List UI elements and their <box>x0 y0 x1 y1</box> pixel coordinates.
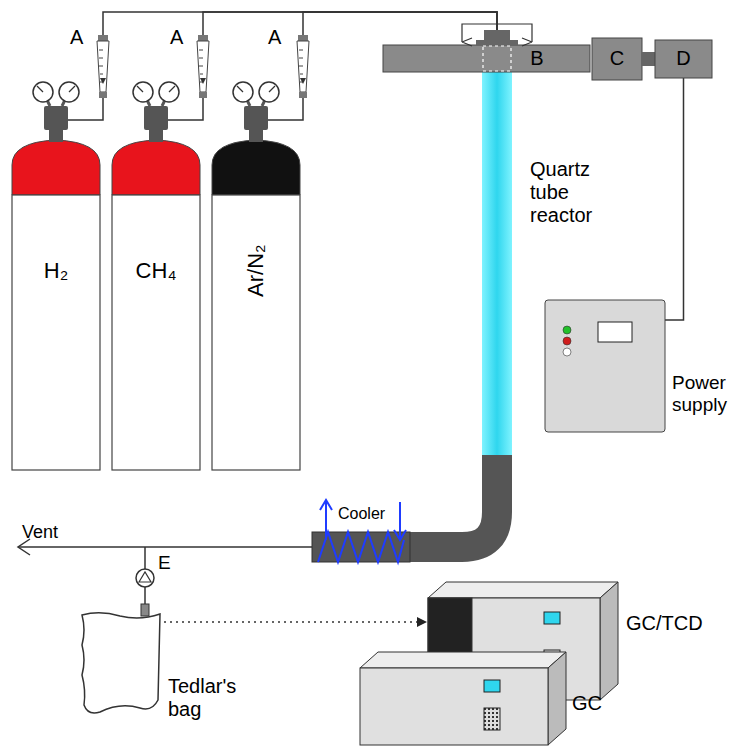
waveguide-part <box>462 38 472 46</box>
magnetron-box: D <box>655 40 712 78</box>
gas-line <box>256 12 497 140</box>
waveguide-part <box>592 38 642 80</box>
gc-instrument: GC <box>360 652 566 745</box>
vent-line <box>18 539 312 606</box>
power-supply-part <box>563 326 571 334</box>
node-label: CH₄ <box>112 258 200 283</box>
flowmeters-part <box>97 35 109 98</box>
gas-cylinders <box>12 82 300 470</box>
part-letter: A <box>268 26 281 49</box>
cooler-part <box>320 500 332 510</box>
gas-cylinders-part <box>12 82 100 470</box>
part-letter: A <box>170 26 183 49</box>
sample-bag <box>82 604 160 713</box>
node-label: Ar/N₂ <box>243 227 268 315</box>
outlet-name: Vent <box>22 522 58 543</box>
node-label: GC <box>572 692 602 715</box>
part-letter: E <box>158 552 171 574</box>
cooler-part <box>399 502 401 540</box>
gas-cylinder: CH₄ <box>112 140 200 470</box>
cooler-part <box>394 530 406 540</box>
gas-cylinder: H₂ <box>12 140 100 470</box>
flowmeters-part <box>297 35 309 98</box>
sample-transfer <box>164 621 427 623</box>
power-cable <box>665 78 684 320</box>
node-label: H₂ <box>12 258 100 283</box>
node-label: Tedlar's bag <box>168 675 250 721</box>
waveguide-part <box>642 52 655 66</box>
gc-tcd-instrument-part <box>544 612 560 624</box>
gc-tcd-instrument-part <box>600 582 618 700</box>
gc-instrument-part <box>548 652 566 745</box>
waveguide-part <box>383 45 590 72</box>
cooler-part <box>318 532 404 562</box>
gas-cylinders-part <box>212 82 300 470</box>
waveguide-part <box>483 46 511 71</box>
cooler-part <box>325 502 327 540</box>
node-label: Power supply <box>672 372 738 416</box>
gas-line <box>56 12 497 140</box>
power-supply-part <box>563 337 571 345</box>
gas-cylinder: Ar/N₂ <box>212 140 300 470</box>
gc-instrument-part <box>484 680 500 692</box>
waveguide-part <box>655 40 712 78</box>
flowmeters-part <box>197 35 209 98</box>
waveguide-part <box>522 38 532 46</box>
part-name: Quartz tube reactor <box>530 158 630 227</box>
vent-line-part <box>136 569 154 587</box>
waveguide-part <box>462 24 532 42</box>
node-label: GC/TCD <box>626 612 703 635</box>
node-label: B <box>525 47 549 70</box>
part-name: Cooler <box>338 505 385 523</box>
waveguide <box>383 24 712 80</box>
quartz-tube <box>408 72 512 547</box>
waveguide-part <box>484 30 510 40</box>
gas-cylinders-part <box>112 82 200 470</box>
node-label: C <box>592 47 642 70</box>
waveguide-part <box>476 40 518 45</box>
vent-line-part <box>144 547 146 569</box>
power-supply-part <box>563 348 571 356</box>
sample-bag-part <box>82 613 160 713</box>
quartz-tube-part <box>408 455 497 547</box>
tuner-box: C <box>592 38 642 80</box>
power-supply-part <box>545 300 665 432</box>
quartz-tube-part <box>482 72 512 456</box>
gc-instrument <box>360 652 566 745</box>
power-supply-box: Power supply <box>545 300 665 432</box>
sample-bag: Tedlar's bag <box>82 615 160 713</box>
gc-tcd-instrument-part <box>428 582 618 598</box>
sample-bag-part <box>141 604 149 616</box>
part-letter: A <box>70 26 83 49</box>
cooler <box>312 500 410 562</box>
gc-tcd-instrument: GC/TCD <box>428 582 618 700</box>
vent-line-part <box>144 587 146 606</box>
gas-line <box>156 12 497 140</box>
waveguide-bar: B <box>383 45 590 72</box>
power-supply-part <box>598 322 632 342</box>
gc-instrument-part <box>360 668 548 745</box>
node-label: D <box>655 47 712 70</box>
power-supply <box>545 300 665 432</box>
gc-instrument-part <box>360 652 566 668</box>
gc-instrument-part <box>484 708 500 730</box>
vent-line-part <box>139 572 151 582</box>
vent-line-part <box>18 546 312 548</box>
